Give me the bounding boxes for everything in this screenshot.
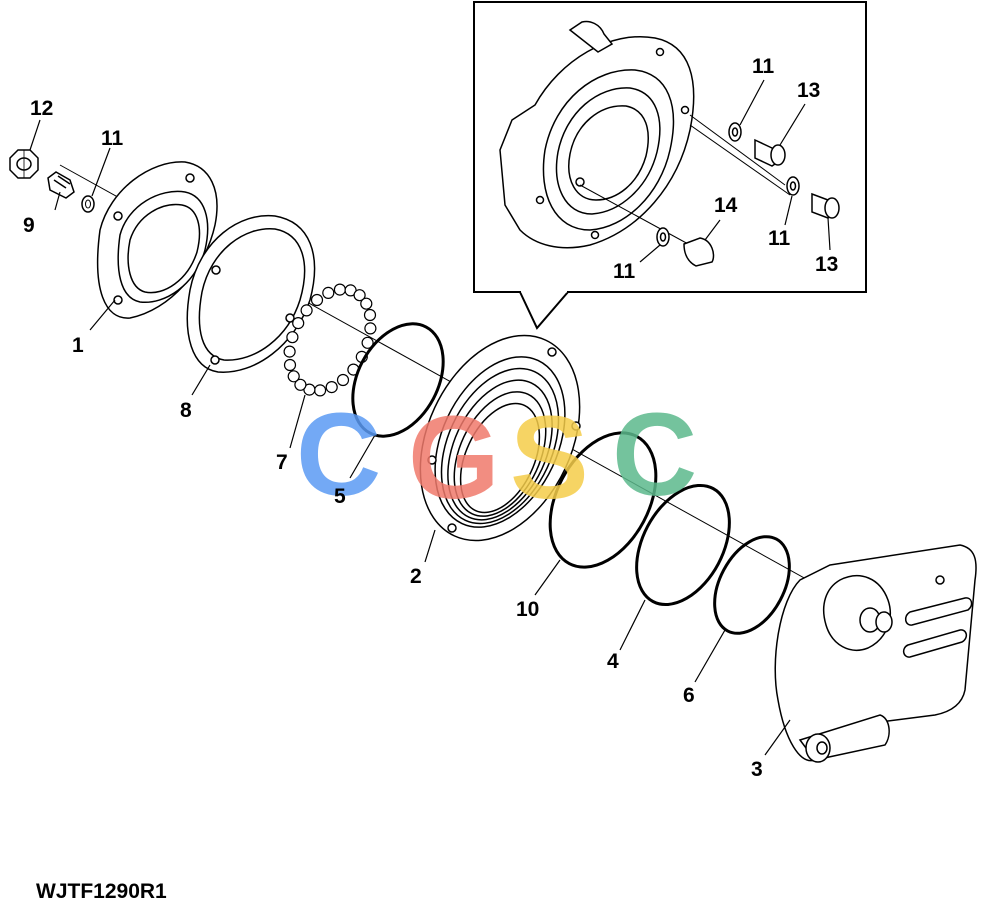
bearing-ball xyxy=(325,381,338,394)
part-2-housing xyxy=(419,334,581,542)
callout-8: 8 xyxy=(180,399,192,422)
bearing-ball xyxy=(360,297,373,310)
watermark-letter-g: G xyxy=(408,392,500,524)
inset-pointer xyxy=(519,291,569,330)
leader-lines xyxy=(29,79,831,756)
callout-11-inset-top: 11 xyxy=(752,55,775,78)
callout-12: 12 xyxy=(30,97,53,120)
part-3-arm xyxy=(774,544,977,763)
bearing-ball xyxy=(322,286,335,299)
callout-5: 5 xyxy=(334,485,346,508)
callout-10: 10 xyxy=(516,598,539,621)
part-6-o-ring xyxy=(713,535,791,635)
callout-13-inset-top: 13 xyxy=(797,79,820,102)
bearing-ball xyxy=(287,370,300,383)
callout-1: 1 xyxy=(72,334,84,357)
bearing-ball xyxy=(300,304,313,317)
callout-2: 2 xyxy=(410,565,422,588)
callout-6: 6 xyxy=(683,684,695,707)
callout-11-inset-right: 11 xyxy=(768,227,791,250)
bearing-ball xyxy=(292,317,305,330)
bearing-ball xyxy=(286,331,299,344)
part-12-nut xyxy=(9,149,39,179)
part-10-o-ring xyxy=(548,431,658,569)
bearing-ball xyxy=(283,345,296,358)
callout-9: 9 xyxy=(23,214,35,237)
watermark: C G S C xyxy=(296,389,697,524)
bearing-ball xyxy=(283,358,297,372)
part-5-o-ring xyxy=(351,322,445,438)
watermark-letter-s: S xyxy=(510,392,589,524)
callout-11-left: 11 xyxy=(101,127,124,150)
bearing-ball xyxy=(336,373,350,387)
callout-4: 4 xyxy=(607,650,619,673)
part-7-bearing-balls xyxy=(283,283,377,397)
callout-14: 14 xyxy=(714,194,738,217)
bearing-ball xyxy=(310,293,324,307)
watermark-letter-c2: C xyxy=(612,389,697,521)
callout-3: 3 xyxy=(751,758,763,781)
part-8-gasket xyxy=(186,214,316,373)
bearing-ball xyxy=(294,378,307,391)
callout-7: 7 xyxy=(276,451,288,474)
inset-fasteners xyxy=(656,122,840,267)
bearing-ball xyxy=(364,322,377,335)
watermark-letter-c1: C xyxy=(296,389,381,521)
bearing-ball xyxy=(353,289,366,302)
part-9-fitting xyxy=(47,171,75,199)
part-1-cover xyxy=(96,161,220,319)
callout-11-inset-bottom: 11 xyxy=(613,260,636,283)
inset-housing xyxy=(499,20,695,249)
bearing-ball xyxy=(333,283,346,296)
bearing-ball xyxy=(363,308,377,322)
part-4-o-ring xyxy=(635,483,731,607)
figure-id: WJTF1290R1 xyxy=(36,880,167,903)
callout-13-inset-bottom: 13 xyxy=(815,253,838,276)
bearing-ball xyxy=(361,336,374,349)
